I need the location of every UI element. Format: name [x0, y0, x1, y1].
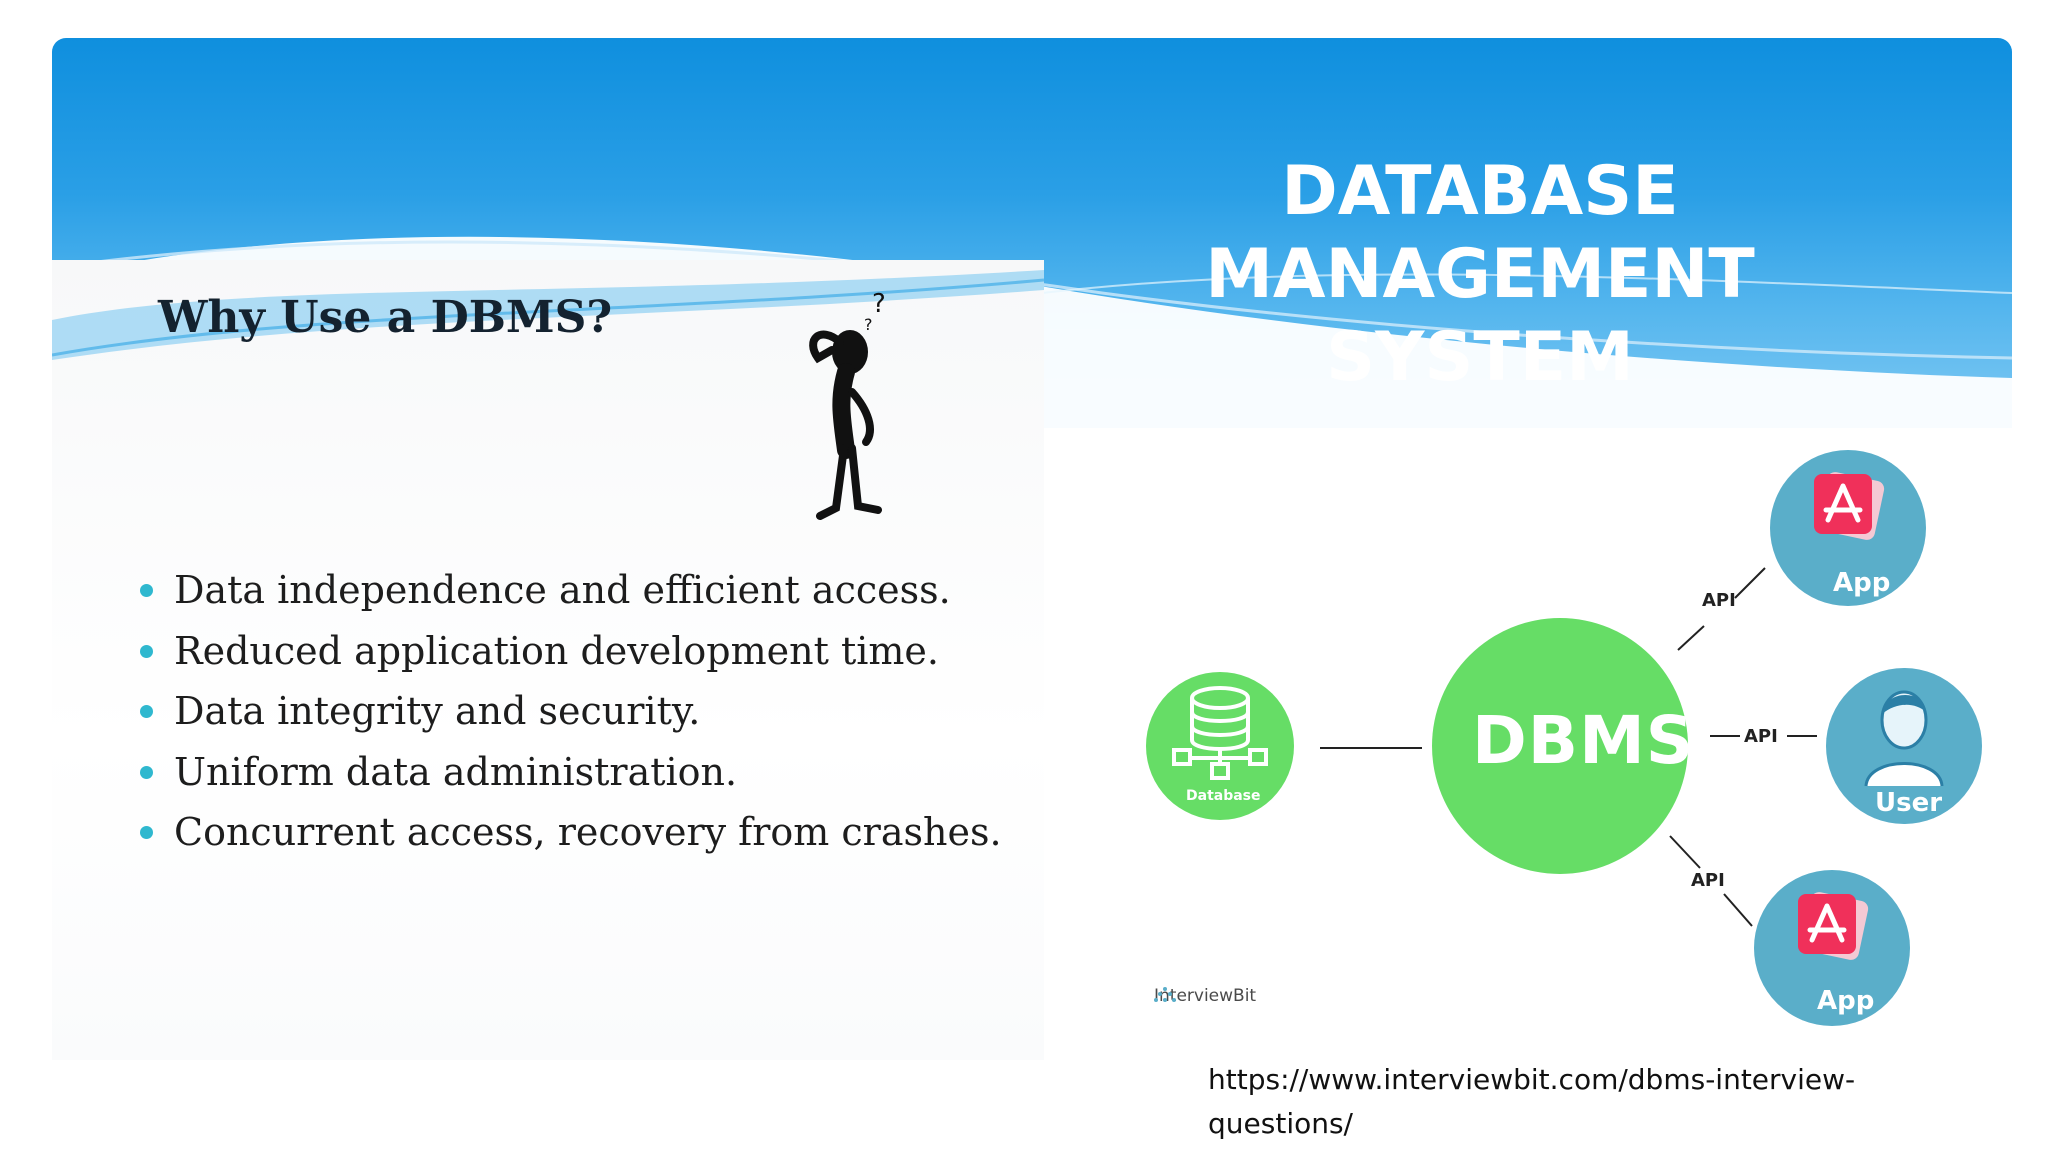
- interviewbit-logo-icon: [1154, 987, 1176, 1002]
- api-line-top-a: [1677, 625, 1705, 651]
- database-label: Database: [1186, 788, 1261, 804]
- source-link[interactable]: https://www.interviewbit.com/dbms-interv…: [1208, 1063, 1856, 1140]
- why-dbms-image: Why Use a DBMS? ? ? Data independence an…: [52, 260, 1044, 1060]
- bullet-icon: [140, 584, 153, 597]
- api-label-bottom: API: [1691, 870, 1725, 891]
- bullet-text: Concurrent access, recovery from crashes…: [174, 810, 1002, 854]
- bullet-text: Uniform data administration.: [174, 749, 738, 794]
- svg-text:?: ?: [872, 289, 886, 319]
- list-item: Concurrent access, recovery from crashes…: [140, 802, 1002, 863]
- slide-title: DATABASE MANAGEMENT SYSTEM: [1160, 150, 1800, 399]
- list-item: Data independence and efficient access.: [140, 560, 1002, 621]
- list-item: Data integrity and security.: [140, 681, 1002, 742]
- bullet-icon: [140, 644, 153, 658]
- app-top-label: App: [1833, 568, 1891, 598]
- dbms-label: DBMS: [1472, 702, 1695, 779]
- bullet-text: Data integrity and security.: [174, 689, 701, 733]
- database-node: [1146, 672, 1294, 820]
- bullet-icon: [140, 765, 153, 779]
- api-line-bottom-b: [1723, 893, 1753, 927]
- bullet-icon: [140, 705, 153, 718]
- dbms-node: [1432, 618, 1688, 874]
- thinking-figure-icon: ? ?: [809, 289, 886, 520]
- why-dbms-heading: Why Use a DBMS?: [158, 292, 613, 343]
- svg-text:?: ?: [864, 315, 873, 334]
- api-label-top: API: [1702, 590, 1736, 611]
- api-line-bottom-a: [1669, 835, 1701, 869]
- app-store-icon-bottom: [1798, 892, 1869, 960]
- heading-wave: [52, 270, 1044, 360]
- api-line-top-b: [1734, 567, 1766, 599]
- diagram-graphics: [1146, 450, 1982, 1026]
- list-item: Reduced application development time.: [140, 621, 1002, 682]
- title-line-2: MANAGEMENT: [1205, 235, 1755, 314]
- dbms-diagram: DBMS Database App User App API API API I…: [1140, 440, 2020, 1040]
- interviewbit-logo: InterviewBit: [1154, 986, 1256, 1006]
- bullet-text: Data independence and efficient access.: [174, 568, 951, 612]
- list-item: Uniform data administration.: [140, 742, 1002, 803]
- title-line-3: SYSTEM: [1326, 318, 1634, 397]
- bullet-text: Reduced application development time.: [174, 628, 939, 673]
- brand-text: InterviewBit: [1154, 986, 1257, 1006]
- user-icon: [1864, 690, 1944, 787]
- app-bottom-label: App: [1817, 986, 1875, 1016]
- bullet-icon: [140, 826, 153, 839]
- user-label: User: [1875, 788, 1943, 818]
- database-icon: [1172, 686, 1268, 780]
- app-store-icon-top: [1814, 472, 1885, 540]
- benefits-list: Data independence and efficient access. …: [140, 560, 1002, 863]
- api-label-middle: API: [1744, 726, 1778, 747]
- title-line-1: DATABASE: [1281, 152, 1679, 231]
